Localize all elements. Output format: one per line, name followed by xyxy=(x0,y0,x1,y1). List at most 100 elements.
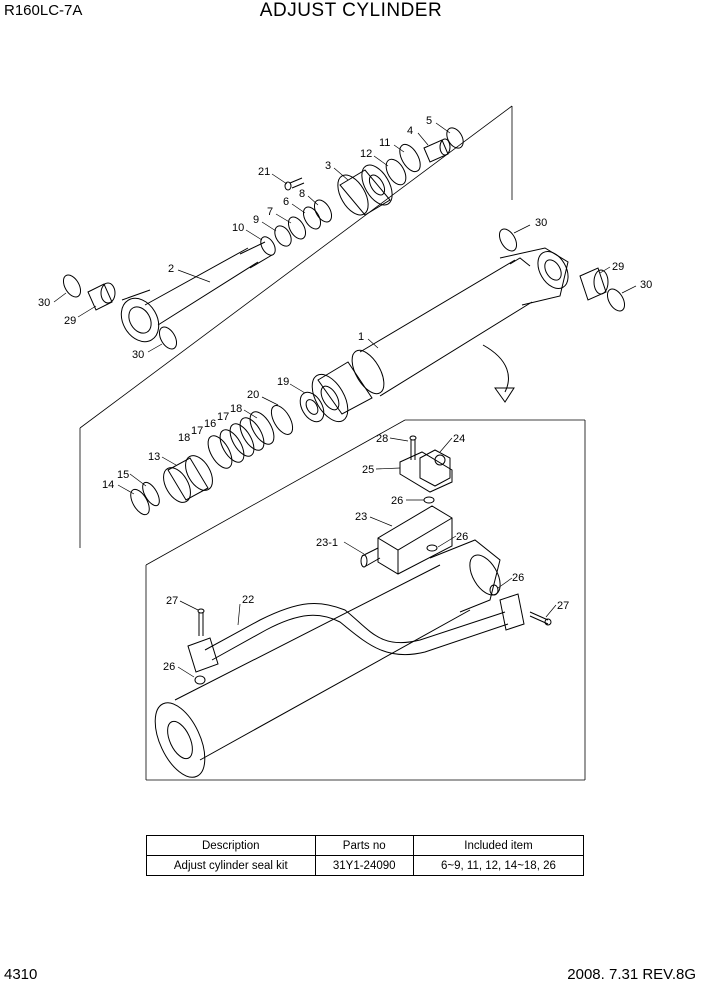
elbow-part-24 xyxy=(419,449,451,487)
revision-date: 2008. 7.31 REV.8G xyxy=(567,966,696,983)
ring-part-30-d xyxy=(606,288,626,312)
seal-kit-table: Description Parts no Included item Adjus… xyxy=(146,835,585,876)
callout-27-a: 27 xyxy=(166,595,178,607)
ring-part-12 xyxy=(385,158,407,186)
callout-30-b: 30 xyxy=(132,349,144,361)
page-number: 4310 xyxy=(4,966,38,983)
callout-15: 15 xyxy=(117,469,129,481)
ring-part-17-b xyxy=(239,417,265,451)
bolt-part-21 xyxy=(284,177,305,191)
callout-26-b: 26 xyxy=(456,531,468,543)
bushing-part-29-a xyxy=(87,282,116,311)
ring-part-8 xyxy=(313,199,333,223)
cell-description: Adjust cylinder seal kit xyxy=(146,855,316,876)
bolt-part-28 xyxy=(409,435,417,460)
callout-29-a: 29 xyxy=(64,315,76,327)
callout-3: 3 xyxy=(325,160,331,172)
callout-16: 16 xyxy=(204,418,216,430)
callout-26-a: 26 xyxy=(391,495,403,507)
callout-22: 22 xyxy=(242,594,254,606)
clamp-part-25 xyxy=(399,451,453,493)
cylinder-assembly-lower xyxy=(154,539,501,778)
piston-part-13 xyxy=(163,455,213,503)
bolt-part-27-a xyxy=(197,608,205,636)
callout-20: 20 xyxy=(247,389,259,401)
piston-rod-part-2 xyxy=(120,241,273,343)
callout-27-b: 27 xyxy=(557,600,569,612)
table-header-row: Description Parts no Included item xyxy=(146,835,585,856)
callout-2: 2 xyxy=(168,263,174,275)
ring-part-9 xyxy=(274,225,292,247)
ring-part-30-c xyxy=(498,228,518,252)
callout-30-a: 30 xyxy=(38,297,50,309)
pipe-part-22 xyxy=(204,602,509,661)
oring-part-26-c xyxy=(489,584,499,596)
ring-part-30-b xyxy=(158,326,178,350)
valve-block-part-23 xyxy=(377,505,453,575)
cell-parts-no: 31Y1-24090 xyxy=(314,855,414,876)
callout-24: 24 xyxy=(453,433,465,445)
callout-14: 14 xyxy=(102,479,114,491)
callout-18-b: 18 xyxy=(230,403,242,415)
callout-26-d: 26 xyxy=(163,661,175,673)
callout-26-c: 26 xyxy=(512,572,524,584)
plug-part-23-1 xyxy=(360,547,381,568)
callout-19: 19 xyxy=(277,376,289,388)
col-header-included-item: Included item xyxy=(412,835,585,856)
ring-part-18-a xyxy=(207,435,233,469)
callout-13: 13 xyxy=(148,451,160,463)
callout-5: 5 xyxy=(426,115,432,127)
ring-part-15 xyxy=(142,481,160,507)
page-title: ADJUST CYLINDER xyxy=(259,0,443,21)
callout-10: 10 xyxy=(232,222,244,234)
oring-part-26-a xyxy=(423,496,435,504)
assembly-direction-arrow xyxy=(482,344,515,403)
flange-block-right xyxy=(499,593,525,631)
ring-part-20 xyxy=(270,405,294,435)
nut-part-19 xyxy=(299,391,325,423)
callout-25: 25 xyxy=(362,464,374,476)
callout-23: 23 xyxy=(355,511,367,523)
cell-included-item: 6~9, 11, 12, 14~18, 26 xyxy=(412,855,585,876)
ring-part-5 xyxy=(446,127,464,149)
callout-4: 4 xyxy=(407,125,413,137)
callout-6: 6 xyxy=(283,196,289,208)
bushing-part-29-b xyxy=(579,267,609,301)
bolt-part-27-b xyxy=(529,611,552,626)
ring-part-10 xyxy=(260,236,276,256)
callout-18-a: 18 xyxy=(178,432,190,444)
callout-28: 28 xyxy=(376,433,388,445)
callout-17-b: 17 xyxy=(217,411,229,423)
ring-part-18-b xyxy=(249,411,275,445)
col-header-parts-no: Parts no xyxy=(314,835,414,856)
bushing-part-4 xyxy=(423,138,451,163)
col-header-description: Description xyxy=(146,835,316,856)
oring-part-26-d xyxy=(194,675,206,685)
callout-7: 7 xyxy=(267,206,273,218)
ring-part-11 xyxy=(399,143,421,173)
flange-block-left xyxy=(187,637,219,673)
callout-8: 8 xyxy=(299,188,305,200)
callout-23-1: 23-1 xyxy=(316,537,338,549)
ring-part-30-a xyxy=(62,274,82,298)
callout-30-c: 30 xyxy=(535,217,547,229)
cylinder-tube-part-1 xyxy=(311,247,569,423)
callout-9: 9 xyxy=(253,214,259,226)
callout-12: 12 xyxy=(360,148,372,160)
callout-29-b: 29 xyxy=(612,261,624,273)
ring-part-7 xyxy=(287,216,307,240)
upper-group-frame xyxy=(79,105,513,548)
ring-part-16 xyxy=(229,423,255,457)
callout-11: 11 xyxy=(379,137,390,149)
lower-group-frame xyxy=(145,419,586,781)
rod-cover-part-3 xyxy=(337,164,393,216)
oring-part-26-b xyxy=(426,544,438,552)
leader-lines xyxy=(53,122,637,678)
table-row: Adjust cylinder seal kit 31Y1-24090 6~9,… xyxy=(146,855,585,876)
callout-1: 1 xyxy=(358,331,364,343)
model-number: R160LC-7A xyxy=(4,2,83,19)
callout-17-a: 17 xyxy=(191,425,203,437)
ring-part-14 xyxy=(130,488,150,516)
ring-part-6 xyxy=(302,206,322,230)
